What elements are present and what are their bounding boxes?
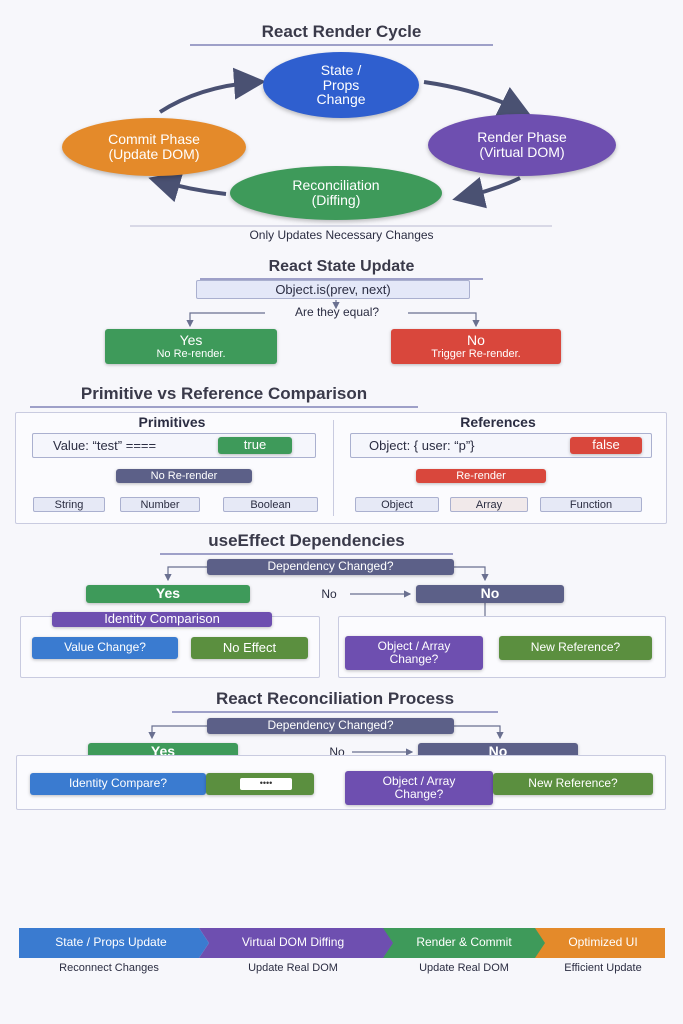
pipeline-sub-4: Efficient Update <box>564 962 642 974</box>
identity-compare-result: •••• <box>206 773 314 795</box>
identity-compare-box: Identity Compare? <box>30 773 206 795</box>
primitive-expr-text: Value: “test” ==== <box>53 438 157 453</box>
pipeline-step-3: Render & Commit <box>416 935 512 949</box>
no-sub: Trigger Re-render. <box>431 348 521 361</box>
value-change-box: Value Change? <box>32 637 178 659</box>
type-array: Array <box>450 497 528 512</box>
use-effect-yes: Yes <box>86 585 250 603</box>
reference-expr-text: Object: { user: “p”} <box>369 438 475 453</box>
cycle-arrow-commit-to-state <box>158 67 266 114</box>
yes-no-rerender-box: Yes No Re-render. <box>105 329 277 364</box>
comparison-divider <box>333 420 334 516</box>
pipeline-arrows <box>19 928 665 958</box>
dependency-changed-question: Dependency Changed? <box>207 559 454 575</box>
pipeline-step-4: Optimized UI <box>568 935 638 949</box>
state-update-title: React State Update <box>200 258 483 280</box>
use-effect-no: No <box>416 585 564 603</box>
use-effect-no-edge-label: No <box>321 587 337 601</box>
reference-false-badge: false <box>570 437 642 454</box>
no-effect-box: No Effect <box>191 637 308 659</box>
type-boolean: Boolean <box>223 497 318 512</box>
recon-dependency-question: Dependency Changed? <box>207 718 454 734</box>
pipeline-step-1: State / Props Update <box>55 935 167 949</box>
no-rerender-badge: No Re-render <box>116 469 252 483</box>
references-heading: References <box>460 414 536 430</box>
pipeline-sub-3: Update Real DOM <box>419 962 509 974</box>
rerender-badge: Re-render <box>416 469 546 483</box>
type-function: Function <box>540 497 642 512</box>
type-object: Object <box>355 497 439 512</box>
dots-chip: •••• <box>240 778 292 790</box>
object-array-change-box: Object / Array Change? <box>345 636 483 670</box>
equal-question: Are they equal? <box>294 305 380 319</box>
reconciliation-title: React Reconciliation Process <box>172 689 498 713</box>
cycle-title: React Render Cycle <box>190 22 493 46</box>
comparison-title: Primitive vs Reference Comparison <box>30 384 418 408</box>
pipeline-sub-2: Update Real DOM <box>248 962 338 974</box>
primitives-heading: Primitives <box>138 414 206 430</box>
primitive-true-badge: true <box>218 437 292 454</box>
identity-comparison-label: Identity Comparison <box>52 612 272 627</box>
no-label: No <box>467 331 485 348</box>
new-reference-box: New Reference? <box>499 636 652 660</box>
state-change-node: State / Props Change <box>263 52 419 118</box>
use-effect-title: useEffect Dependencies <box>160 531 453 555</box>
yes-sub: No Re-render. <box>156 348 226 361</box>
cycle-arrow-state-to-render <box>423 80 532 116</box>
render-phase-node: Render Phase (Virtual DOM) <box>428 114 616 176</box>
recon-object-array-change: Object / Array Change? <box>345 771 493 805</box>
yes-label: Yes <box>179 331 203 348</box>
pipeline-step-2: Virtual DOM Diffing <box>241 935 345 949</box>
pipeline: State / Props Update Virtual DOM Diffing… <box>19 928 665 958</box>
no-trigger-rerender-box: No Trigger Re-render. <box>391 329 561 364</box>
cycle-arrow-reconcile-to-commit <box>148 171 227 203</box>
type-number: Number <box>120 497 200 512</box>
cycle-caption: Only Updates Necessary Changes <box>249 228 434 242</box>
reconciliation-node: Reconciliation (Diffing) <box>230 166 442 220</box>
pipeline-sub-1: Reconnect Changes <box>59 962 159 974</box>
commit-phase-node: Commit Phase (Update DOM) <box>62 118 246 176</box>
type-string: String <box>33 497 105 512</box>
recon-new-reference: New Reference? <box>493 773 653 795</box>
object-is-check: Object.is(prev, next) <box>196 280 470 299</box>
cycle-arrow-render-to-reconcile <box>452 176 521 209</box>
